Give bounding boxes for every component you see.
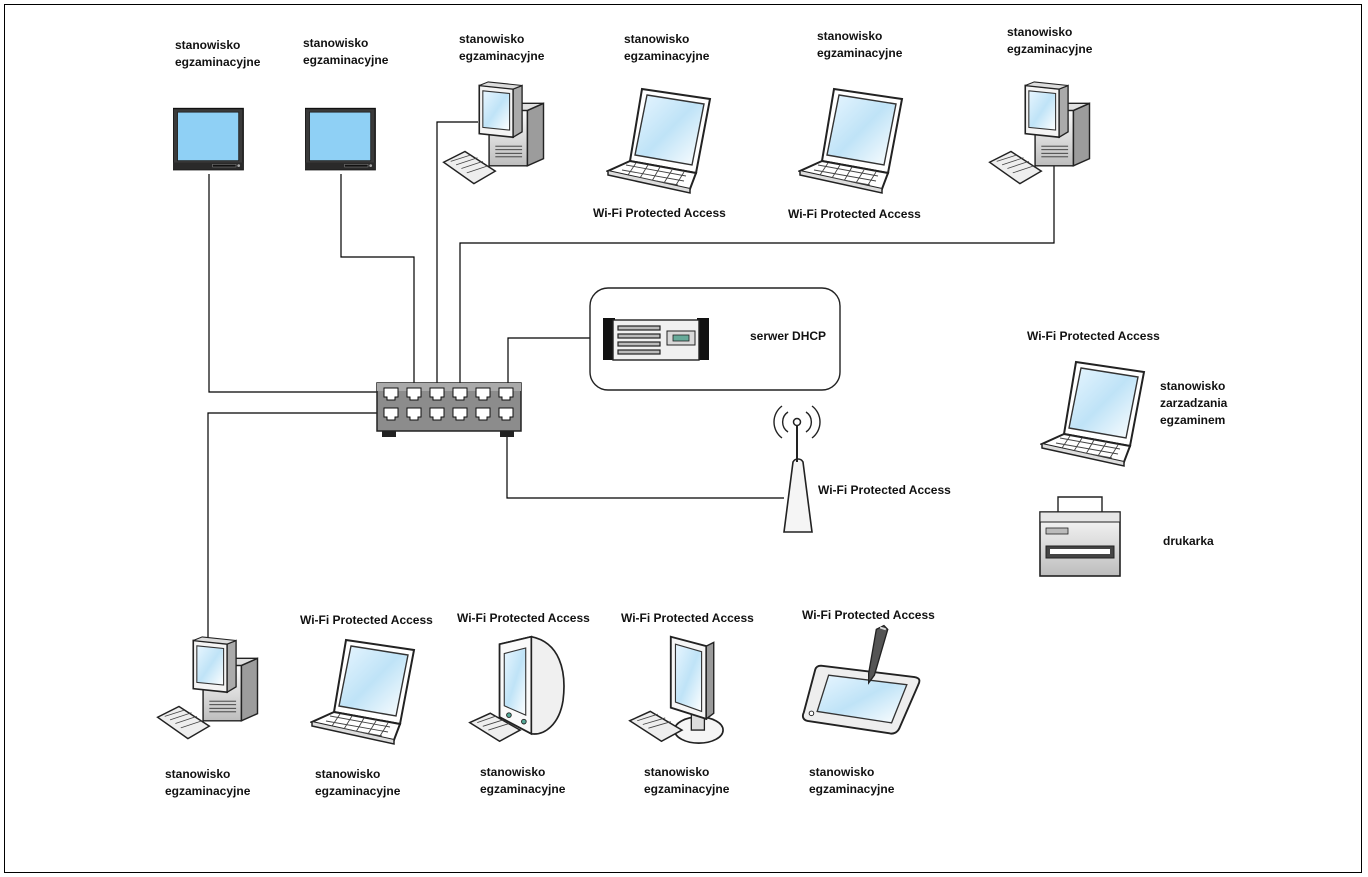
station-label: stanowisko egzaminacyjne — [624, 32, 710, 63]
rack-server-icon — [603, 318, 709, 361]
link-access-point — [506, 423, 784, 499]
station-label: stanowisko egzaminacyjne — [175, 38, 261, 69]
laptop-icon — [310, 638, 416, 746]
link-server — [507, 337, 607, 385]
link-monitor-1 — [208, 174, 387, 393]
connection-lines — [207, 121, 1055, 643]
station-label: stanowisko egzaminacyjne — [817, 29, 903, 60]
wpa-label: Wi-Fi Protected Access — [788, 207, 921, 221]
management-station-label: stanowisko zarzadzania egzaminem — [1160, 379, 1228, 427]
lcd-monitor-icon — [305, 107, 376, 171]
graphics-tablet-icon — [801, 624, 921, 735]
wpa-label: Wi-Fi Protected Access — [802, 608, 935, 622]
station-label: stanowisko egzaminacyjne — [644, 765, 730, 796]
desktop-pc-icon — [988, 81, 1091, 185]
link-desktop-right — [459, 166, 1055, 385]
server-label: serwer DHCP — [750, 329, 827, 343]
laptop-icon — [607, 88, 711, 194]
wpa-label: Wi-Fi Protected Access — [818, 483, 951, 497]
laptop-icon — [799, 88, 903, 194]
network-switch-icon — [376, 382, 522, 437]
crt-computer-icon — [468, 635, 565, 743]
wpa-label: Wi-Fi Protected Access — [621, 611, 754, 625]
station-label: stanowisko egzaminacyjne — [480, 765, 566, 796]
station-label: stanowisko egzaminacyjne — [315, 767, 401, 798]
printer-label: drukarka — [1163, 534, 1214, 548]
station-label: stanowisko egzaminacyjne — [165, 767, 251, 798]
wpa-label: Wi-Fi Protected Access — [593, 206, 726, 220]
flat-monitor-pc-icon — [628, 635, 724, 745]
wpa-label: Wi-Fi Protected Access — [300, 613, 433, 627]
link-desktop-bottom — [207, 412, 387, 643]
wireless-access-point-icon — [773, 405, 821, 533]
laptop-icon — [1041, 361, 1145, 467]
desktop-pc-icon — [156, 636, 259, 740]
station-label: stanowisko egzaminacyjne — [1007, 25, 1093, 56]
printer-icon — [1039, 496, 1121, 577]
station-label: stanowisko egzaminacyjne — [459, 32, 545, 63]
link-desktop-top — [436, 121, 478, 385]
link-monitor-2 — [340, 174, 415, 385]
desktop-pc-icon — [442, 81, 545, 185]
server-enclosure — [589, 287, 841, 391]
lcd-monitor-icon — [173, 107, 244, 171]
wpa-label: Wi-Fi Protected Access — [1027, 329, 1160, 343]
station-label: stanowisko egzaminacyjne — [303, 36, 389, 67]
station-label: stanowisko egzaminacyjne — [809, 765, 895, 796]
wpa-label: Wi-Fi Protected Access — [457, 611, 590, 625]
